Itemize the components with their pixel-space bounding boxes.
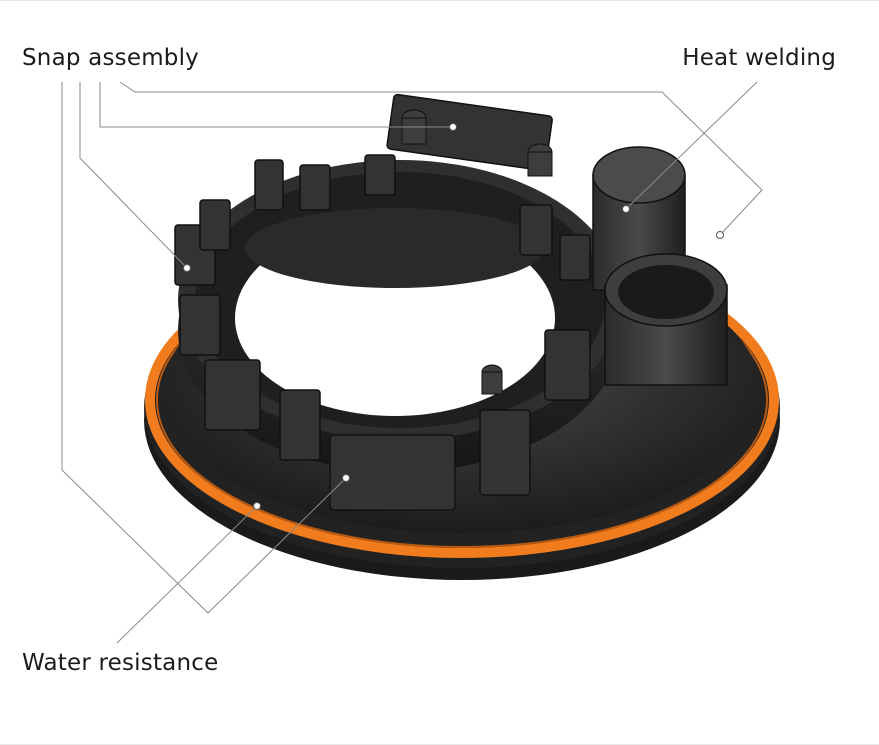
heat-welding-label: Heat welding	[682, 45, 836, 71]
anchor-dot	[716, 231, 724, 239]
leader-water	[116, 505, 258, 644]
water-resistance-label: Water resistance	[22, 650, 219, 676]
anchor-dot	[183, 264, 191, 272]
leader-snap-2	[79, 82, 188, 269]
leader-lines	[61, 81, 763, 644]
leader-heat	[625, 81, 758, 210]
leader-snap-1	[99, 82, 453, 128]
top-border	[0, 0, 879, 1]
snap-pegs	[401, 109, 553, 395]
anchor-dot	[342, 474, 350, 482]
anchor-dot	[622, 205, 630, 213]
anchor-dot	[253, 502, 261, 510]
anchor-dots	[183, 123, 724, 510]
leader-snap-3	[119, 81, 763, 236]
ring-wall	[178, 160, 622, 472]
anchor-dot	[449, 123, 457, 131]
leader-snap-4	[61, 82, 347, 614]
hollow-boss	[604, 253, 728, 386]
snap-assembly-label: Snap assembly	[22, 45, 199, 71]
snap-tabs	[174, 93, 591, 511]
